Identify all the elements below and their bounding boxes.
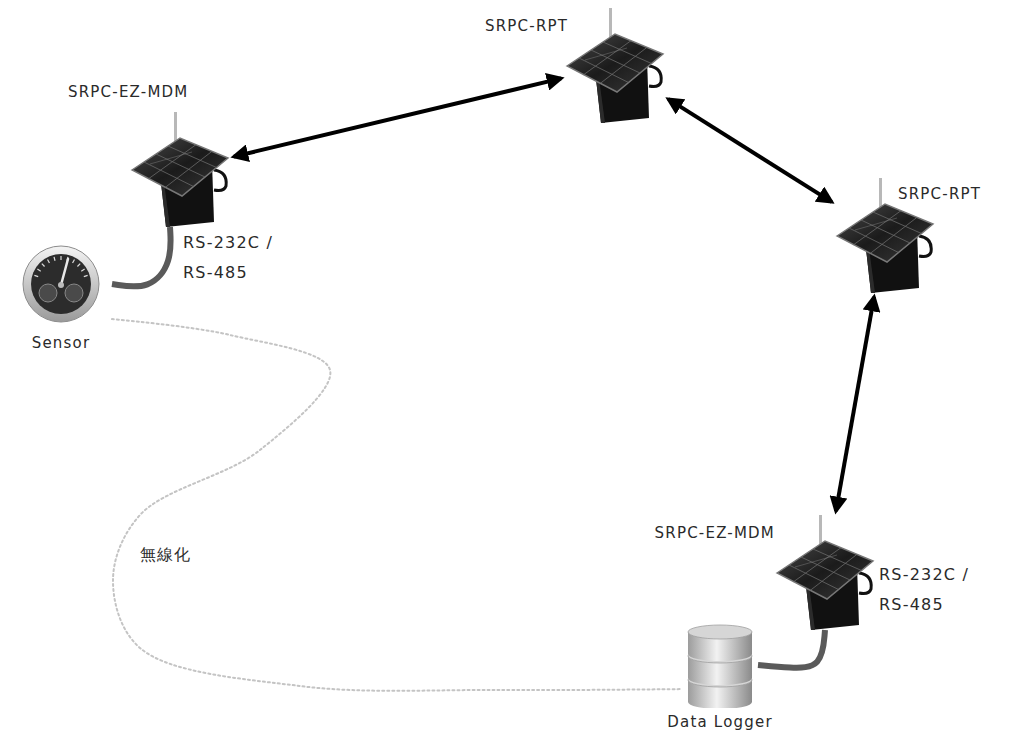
node-label: Sensor: [5, 333, 117, 353]
radio-device: SRPC-RPT: [565, 8, 665, 123]
interface-label: RS-232C / RS-485: [183, 228, 301, 288]
label-holder: SRPC-EZ-MDM: [68, 82, 228, 102]
handle: [919, 236, 931, 257]
radio-link-arrow: [836, 297, 874, 511]
label-holder: 無線化: [140, 540, 220, 570]
node-illustration: [682, 622, 758, 708]
node-label: SRPC-EZ-MDM: [615, 523, 775, 543]
solar-panel: [777, 541, 873, 599]
panel-glare: [150, 152, 192, 164]
handle: [214, 170, 226, 191]
wireless-path: [112, 319, 682, 691]
solar-panel: [837, 204, 933, 262]
label-holder: RS-232C / RS-485: [879, 560, 997, 620]
node-illustration: [775, 515, 875, 630]
needle-hub: [58, 282, 64, 288]
sensor-icon: Sensor: [10, 245, 112, 323]
label-holder: Data Logger: [647, 712, 793, 732]
node-label: SRPC-RPT: [898, 184, 1003, 204]
node-label: Data Logger: [647, 712, 793, 732]
panel-glare: [795, 555, 837, 567]
wireless-note: 無線化: [140, 540, 220, 570]
radio-device: SRPC-RPT: [835, 178, 935, 293]
label-holder: SRPC-RPT: [485, 16, 585, 36]
gauge-needle: [61, 259, 68, 285]
radio-link-arrow: [668, 99, 831, 202]
panel-grid: [789, 548, 862, 591]
panel-grid: [144, 145, 217, 188]
serial-cable: [758, 630, 825, 668]
serial-cable: [112, 227, 171, 286]
panel-grid: [849, 211, 922, 254]
node-label: SRPC-RPT: [485, 16, 585, 36]
label-holder: RS-232C / RS-485: [183, 228, 301, 288]
node-illustration: [130, 112, 230, 227]
label-holder: Sensor: [5, 333, 117, 353]
panel-glare: [585, 48, 627, 60]
solar-panel: [132, 138, 228, 196]
sub-dial: [65, 284, 83, 302]
data-logger-icon: Data Logger: [682, 622, 758, 708]
storage-disk: [688, 625, 752, 661]
gauge-ticks: [34, 256, 87, 277]
handle: [649, 66, 661, 87]
gauge-face: [31, 254, 91, 314]
node-illustration: [565, 8, 665, 123]
handle: [859, 573, 871, 594]
radio-link-arrow: [234, 78, 561, 156]
panel-glare: [855, 218, 897, 230]
interface-label: RS-232C / RS-485: [879, 560, 997, 620]
label-holder: SRPC-RPT: [898, 184, 1003, 204]
gauge-rim: [23, 246, 99, 322]
solar-panel: [567, 34, 663, 92]
panel-grid: [579, 41, 652, 84]
sub-dial: [39, 284, 57, 302]
node-illustration: [10, 245, 112, 323]
node-label: SRPC-EZ-MDM: [68, 82, 228, 102]
label-holder: SRPC-EZ-MDM: [615, 523, 775, 543]
radio-device: SRPC-EZ-MDM: [775, 515, 875, 630]
radio-device: SRPC-EZ-MDM: [130, 112, 230, 227]
